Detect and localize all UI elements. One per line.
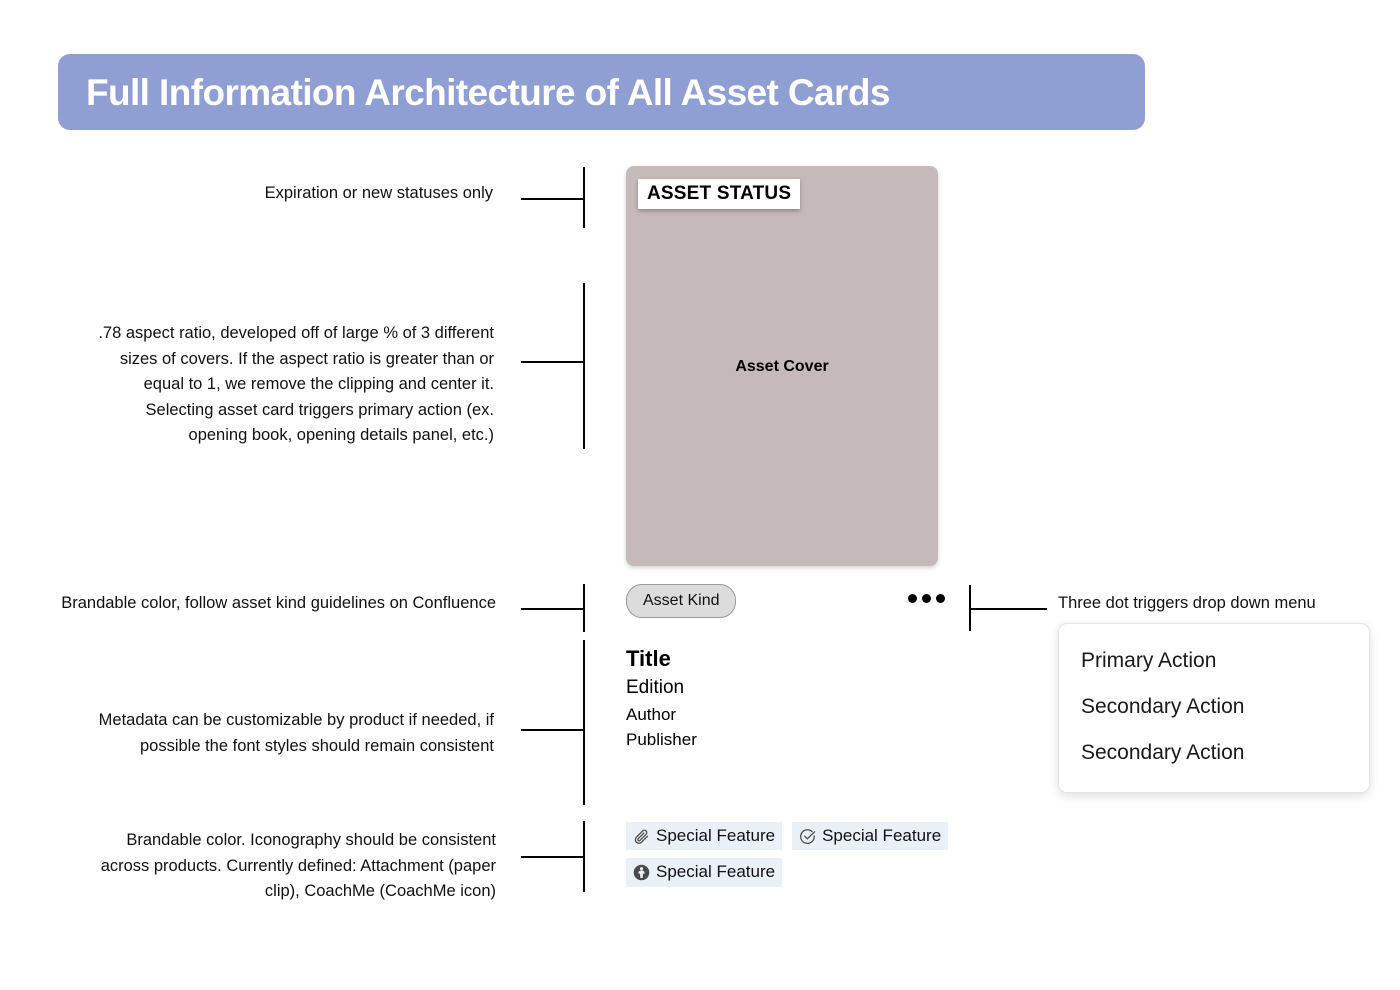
dot-3 bbox=[936, 594, 945, 603]
callout-line-cover-horizontal bbox=[521, 361, 584, 363]
annotation-status: Expiration or new statuses only bbox=[264, 184, 493, 202]
asset-kind-chip[interactable]: Asset Kind bbox=[626, 584, 737, 618]
callout-line-status-horizontal bbox=[521, 198, 584, 200]
asset-kind-label: Asset Kind bbox=[643, 592, 720, 609]
page-title-banner: Full Information Architecture of All Ass… bbox=[58, 54, 1145, 130]
callout-line-three-dot-horizontal bbox=[969, 608, 1047, 610]
special-feature-tag[interactable]: Special Feature bbox=[626, 822, 783, 851]
dot-1 bbox=[908, 594, 917, 603]
callout-line-kind-horizontal bbox=[521, 608, 584, 610]
menu-item-secondary-action-2[interactable]: Secondary Action bbox=[1081, 741, 1245, 765]
callout-bracket-cover bbox=[583, 283, 585, 449]
callout-bracket-metadata bbox=[583, 640, 585, 805]
annotation-cover: .78 aspect ratio, developed off of large… bbox=[98, 324, 494, 445]
metadata-edition: Edition bbox=[626, 676, 685, 698]
special-feature-tag[interactable]: Special Feature bbox=[792, 822, 949, 851]
overflow-dropdown-menu: Primary Action Secondary Action Secondar… bbox=[1058, 623, 1370, 794]
check-circle-icon bbox=[799, 828, 816, 845]
asset-cover-image[interactable]: ASSET STATUS Asset Cover bbox=[626, 166, 938, 566]
page-title: Full Information Architecture of All Ass… bbox=[86, 71, 890, 113]
dot-2 bbox=[922, 594, 931, 603]
status-badge: ASSET STATUS bbox=[638, 179, 801, 209]
annotation-metadata: Metadata can be customizable by product … bbox=[98, 711, 494, 755]
metadata-author: Author bbox=[626, 705, 677, 725]
three-dot-menu-icon[interactable] bbox=[908, 594, 945, 603]
annotation-features: Brandable color. Iconography should be c… bbox=[100, 831, 496, 901]
menu-item-primary-action[interactable]: Primary Action bbox=[1081, 649, 1217, 672]
callout-line-features-horizontal bbox=[521, 856, 584, 858]
metadata-title: Title bbox=[626, 646, 671, 671]
callout-bracket-features bbox=[583, 821, 585, 892]
callout-bracket-status bbox=[583, 167, 585, 228]
callout-line-metadata-horizontal bbox=[521, 729, 584, 731]
special-feature-label: Special Feature bbox=[822, 826, 942, 845]
asset-metadata: Title Edition Author Publisher bbox=[626, 645, 926, 752]
special-feature-label: Special Feature bbox=[656, 826, 776, 845]
special-feature-tag-list: Special Feature Special Feature Special … bbox=[626, 822, 966, 887]
metadata-publisher: Publisher bbox=[626, 729, 697, 749]
special-feature-tag[interactable]: Special Feature bbox=[626, 858, 783, 887]
special-feature-label: Special Feature bbox=[656, 862, 776, 882]
annotation-asset-kind: Brandable color, follow asset kind guide… bbox=[61, 594, 496, 612]
paperclip-icon bbox=[633, 828, 650, 845]
callout-bracket-kind bbox=[583, 584, 585, 632]
menu-item-secondary-action-1[interactable]: Secondary Action bbox=[1081, 695, 1245, 719]
asset-cover-label: Asset Cover bbox=[735, 358, 829, 375]
coachme-icon bbox=[633, 864, 650, 881]
annotation-three-dot: Three dot triggers drop down menu bbox=[1058, 594, 1316, 612]
